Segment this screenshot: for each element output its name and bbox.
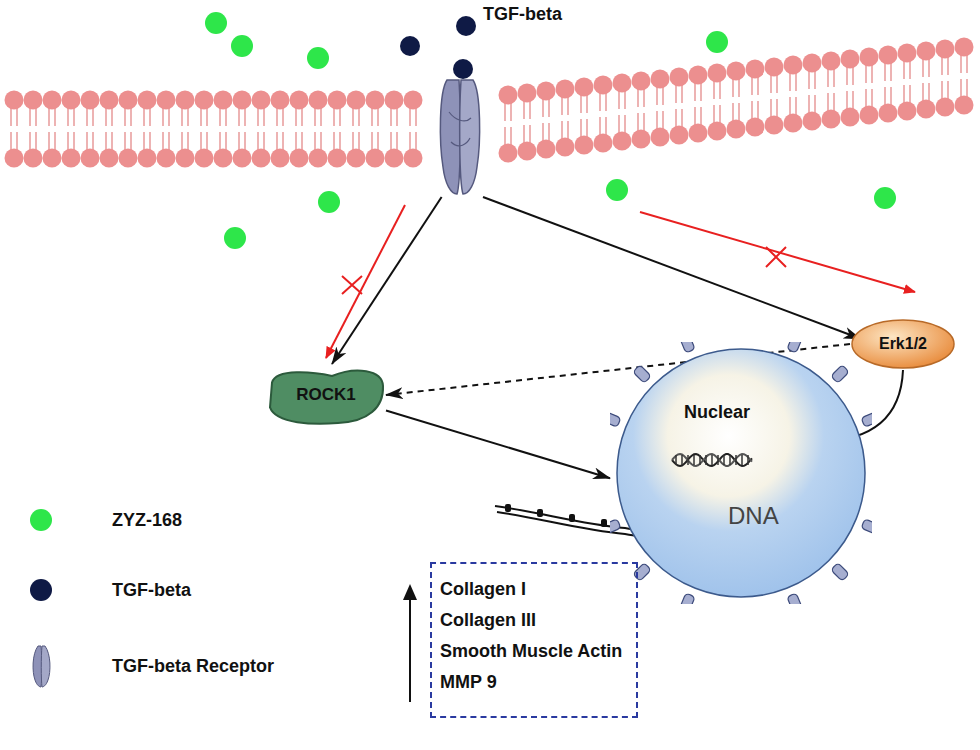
inhibited-arrow <box>326 205 405 358</box>
legend-receptor-icon <box>24 644 64 688</box>
zyz-168-dots <box>205 12 896 249</box>
node-label: Smooth Muscle Actin <box>440 636 622 667</box>
receptor: TGF-beta <box>437 72 483 197</box>
legend-row: TGF-beta <box>24 568 191 612</box>
legend-row: ZYZ-168 <box>24 498 182 542</box>
legend-swatch <box>24 498 64 542</box>
node-label: DNA <box>728 502 779 530</box>
legend-text: TGF-beta <box>112 580 191 601</box>
increase-arrow <box>409 596 411 702</box>
block-mark <box>342 276 362 294</box>
legend-text: ZYZ-168 <box>112 510 182 531</box>
kinase-ellipse: Erk1/2 <box>850 318 956 370</box>
legend-text: TGF-beta Receptor <box>112 656 274 677</box>
inhibited-arrow <box>640 212 915 292</box>
lipid-bilayer <box>5 38 974 168</box>
nucleus: NuclearDNA <box>610 342 872 604</box>
node-label: Erk1/2 <box>879 335 927 353</box>
node-label: ROCK1 <box>296 385 356 405</box>
node-label: Nuclear <box>684 402 750 423</box>
signal-arrow <box>483 197 861 339</box>
node-label: MMP 9 <box>440 667 622 698</box>
signal-arrow <box>386 411 610 479</box>
node-label: Collagen III <box>440 605 622 636</box>
legend-row: TGF-beta Receptor <box>24 644 274 688</box>
node-label: Collagen I <box>440 574 622 605</box>
gene-list-box: Collagen ICollagen IIISmooth Muscle Acti… <box>430 562 638 718</box>
tgf-beta-dots <box>400 16 476 79</box>
node-label: TGF-beta <box>483 4 562 25</box>
signal-arrow <box>332 197 442 364</box>
kinase-blob: ROCK1 <box>266 364 386 426</box>
block-mark <box>766 247 786 267</box>
legend-swatch <box>24 568 64 612</box>
increase-arrow-head <box>403 584 417 600</box>
